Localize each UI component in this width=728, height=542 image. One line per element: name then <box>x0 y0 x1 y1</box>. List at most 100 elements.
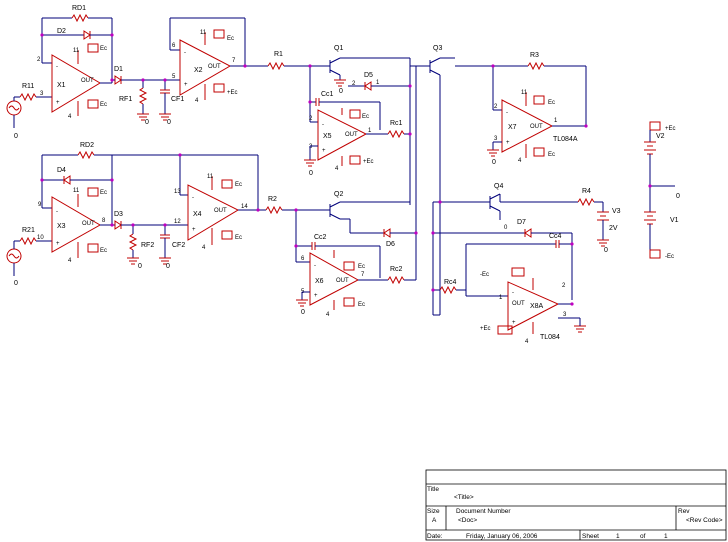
capacitor-Cc4: Cc4 <box>549 233 562 248</box>
opamp-X3: X3 OUT - + 9 8 11 4 Ec Ec <box>38 187 107 264</box>
svg-text:3: 3 <box>494 136 498 142</box>
svg-text:4: 4 <box>326 312 330 318</box>
svg-text:Ec: Ec <box>548 100 555 106</box>
title-block: Title <Title> Size A Document Number <Do… <box>425 469 727 541</box>
svg-text:Cc1: Cc1 <box>321 91 334 98</box>
svg-text:R3: R3 <box>530 52 539 59</box>
svg-text:13: 13 <box>174 189 181 195</box>
svg-text:Ec: Ec <box>235 235 242 241</box>
svg-text:+Ec: +Ec <box>363 159 374 165</box>
svg-text:0: 0 <box>138 263 142 270</box>
svg-text:Ec: Ec <box>100 248 107 254</box>
docnum-value: <Doc> <box>458 517 477 524</box>
rev-value: <Rev Code> <box>686 517 723 524</box>
svg-text:Q1: Q1 <box>334 45 343 52</box>
svg-text:-Ec: -Ec <box>665 254 674 260</box>
svg-text:6: 6 <box>301 256 305 262</box>
resistor-R11: R11 <box>19 83 37 102</box>
resistor-R3: R3 <box>527 52 545 71</box>
opamp-X5: X5 OUT - + 2 3 1 4 +Ec Ec <box>309 108 374 172</box>
svg-text:Q2: Q2 <box>334 191 343 198</box>
resistor-RD1: RD1 <box>71 5 89 23</box>
svg-text:-: - <box>192 195 194 201</box>
svg-text:Q3: Q3 <box>433 45 442 52</box>
svg-text:7: 7 <box>361 272 365 278</box>
svg-text:TL084A: TL084A <box>553 136 578 143</box>
svg-text:11: 11 <box>207 174 214 180</box>
svg-text:2: 2 <box>352 81 356 87</box>
svg-text:4: 4 <box>335 166 339 172</box>
svg-text:RD1: RD1 <box>72 5 86 12</box>
svg-text:OUT: OUT <box>81 78 94 84</box>
svg-text:X4: X4 <box>193 211 202 218</box>
svg-text:0: 0 <box>14 133 18 140</box>
svg-text:4: 4 <box>195 98 199 104</box>
diode-D6: D6 <box>383 228 395 248</box>
svg-text:8: 8 <box>102 218 106 224</box>
resistor-R1: R1 <box>267 51 285 71</box>
svg-text:+: + <box>322 148 326 154</box>
svg-text:R11: R11 <box>22 83 34 90</box>
capacitor-Cc2: Cc2 <box>311 234 327 250</box>
svg-text:-: - <box>314 263 316 269</box>
svg-text:Ec: Ec <box>227 36 234 42</box>
svg-text:+: + <box>184 82 188 88</box>
resistor-RF1: RF1 0 <box>119 80 149 126</box>
svg-text:D7: D7 <box>517 219 526 226</box>
svg-text:TL084: TL084 <box>540 334 560 341</box>
svg-text:6: 6 <box>172 43 176 49</box>
svg-text:R21: R21 <box>22 227 35 234</box>
svg-text:-Ec: -Ec <box>480 272 489 278</box>
sheet-label: Sheet <box>582 533 599 540</box>
resistor-R4: R4 <box>577 188 595 207</box>
opamp-X1: X1 OUT - + 2 3 11 4 Ec Ec <box>37 43 107 120</box>
svg-text:1: 1 <box>376 80 380 86</box>
svg-text:R4: R4 <box>582 188 591 195</box>
svg-text:OUT: OUT <box>512 301 525 307</box>
svg-text:D2: D2 <box>57 28 66 35</box>
svg-text:2: 2 <box>309 116 313 122</box>
svg-text:1: 1 <box>368 128 372 134</box>
svg-text:4: 4 <box>525 339 529 345</box>
svg-text:Ec: Ec <box>358 302 365 308</box>
svg-text:X8A: X8A <box>530 303 544 310</box>
transistor-Q4: Q4 0 <box>489 183 508 231</box>
svg-text:X3: X3 <box>57 223 66 230</box>
svg-text:Ec: Ec <box>362 114 369 120</box>
opamp-X6: X6 OUT - + 6 5 7 4 Ec Ec <box>301 250 365 318</box>
capacitor-CF2: CF2 0 <box>159 225 185 270</box>
svg-text:+Ec: +Ec <box>480 326 491 332</box>
svg-text:2: 2 <box>37 57 41 63</box>
svg-text:Cc2: Cc2 <box>314 234 327 241</box>
resistor-Rc4: Rc4 <box>439 279 457 295</box>
svg-text:10: 10 <box>37 235 44 241</box>
svg-text:X1: X1 <box>57 82 66 89</box>
svg-text:V2: V2 <box>656 133 665 140</box>
svg-text:0: 0 <box>604 247 608 254</box>
svg-text:OUT: OUT <box>214 208 227 214</box>
svg-text:Ec: Ec <box>100 46 107 52</box>
diode-D7: D7 <box>517 219 532 238</box>
svg-text:0: 0 <box>166 263 170 270</box>
svg-text:OUT: OUT <box>82 221 95 227</box>
svg-text:11: 11 <box>73 188 80 194</box>
svg-text:RF2: RF2 <box>141 242 154 249</box>
svg-text:CF2: CF2 <box>172 242 185 249</box>
transistor-Q2: Q2 <box>329 191 410 220</box>
rev-label: Rev <box>678 508 690 515</box>
svg-text:X2: X2 <box>194 67 203 74</box>
svg-text:0: 0 <box>492 159 496 166</box>
svg-text:3: 3 <box>309 144 313 150</box>
diode-D5: D5 1 <box>364 72 380 91</box>
diode-D1: D1 <box>114 66 123 85</box>
svg-text:R1: R1 <box>274 51 283 58</box>
svg-text:+Ec: +Ec <box>227 90 238 96</box>
title-value: <Title> <box>454 494 474 501</box>
opamp-X8A: X8A OUT - + 1 3 2 TL084 4 -Ec +Ec <box>480 267 567 345</box>
svg-text:Q4: Q4 <box>494 183 503 190</box>
svg-text:+: + <box>506 140 510 146</box>
svg-text:0: 0 <box>504 225 508 231</box>
svg-text:11: 11 <box>200 30 207 36</box>
svg-text:1: 1 <box>554 118 558 124</box>
